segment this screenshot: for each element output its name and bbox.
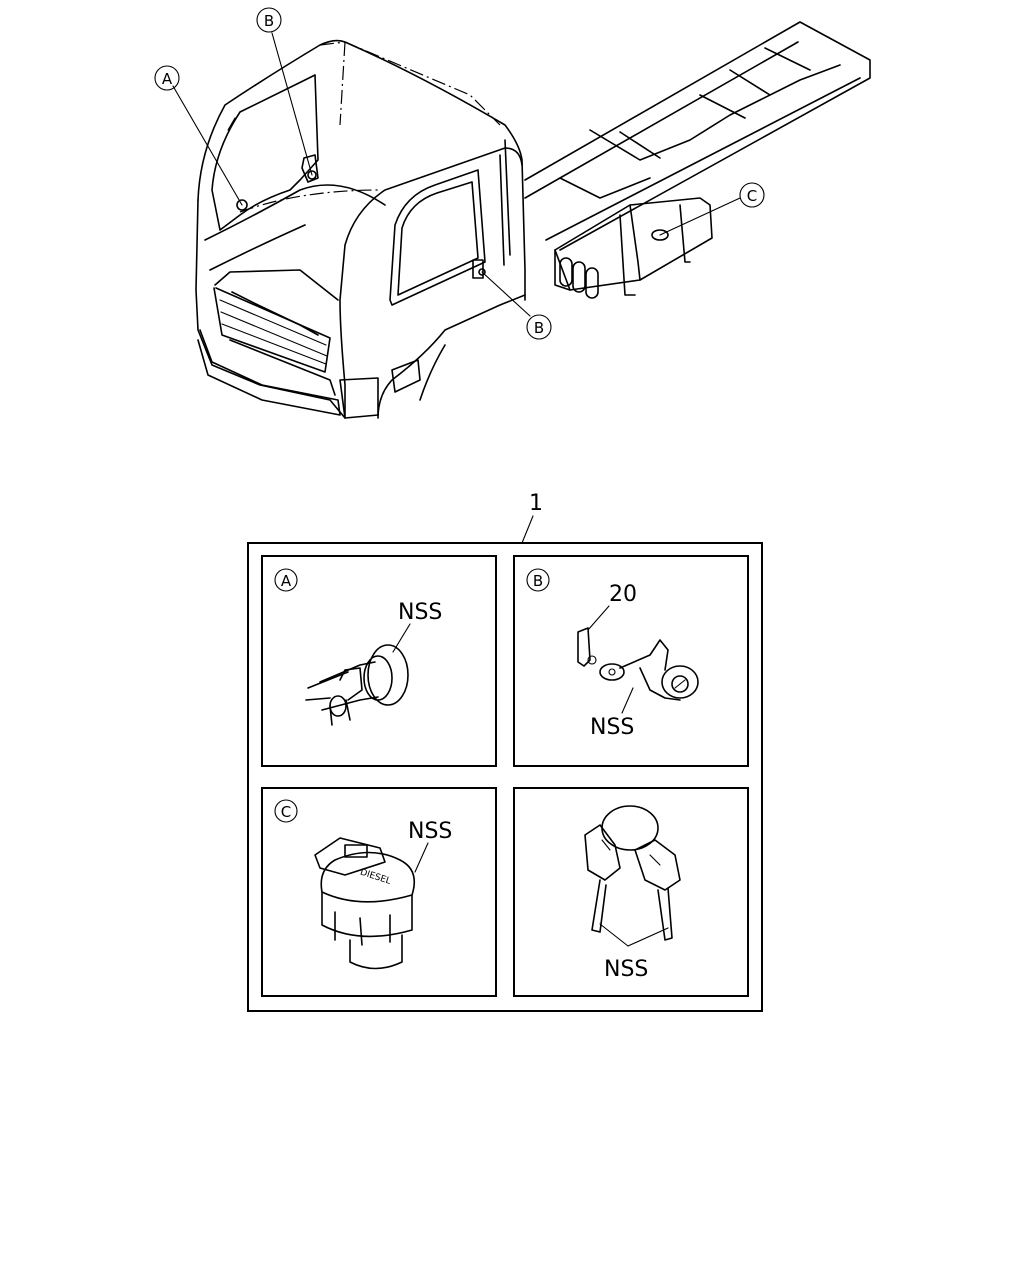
- fuel-cap-icon: DIESEL: [314, 837, 416, 970]
- truck-illustration: [195, 21, 871, 419]
- panel-a-label: NSS: [398, 600, 442, 625]
- panel-b-label: NSS: [590, 715, 634, 740]
- ignition-cylinder-icon: [305, 644, 409, 726]
- door-lock-icon: [577, 627, 699, 701]
- callout-b-lower: B: [526, 314, 552, 340]
- panel-a: A NSS: [261, 555, 497, 767]
- parts-frame: [247, 542, 763, 1012]
- panel-keys: NSS: [513, 787, 749, 997]
- panel-b: B 20 NSS: [513, 555, 749, 767]
- callout-b-upper-label: B: [264, 12, 274, 30]
- panel-a-letter: A: [281, 572, 292, 590]
- callout-b-upper: B: [256, 7, 282, 33]
- part-number-leader: [521, 515, 534, 544]
- part-number: 1: [529, 491, 543, 516]
- callout-c: C: [739, 182, 765, 208]
- panel-c-label: NSS: [408, 819, 452, 844]
- fuel-cap-text: DIESEL: [359, 868, 392, 887]
- callout-b-lower-label: B: [534, 319, 544, 337]
- panel-b-number: 20: [609, 582, 637, 607]
- panel-c: C NSS DIESEL: [261, 787, 497, 997]
- callout-a-label: A: [162, 70, 173, 88]
- panel-c-letter: C: [281, 803, 291, 821]
- panel-b-letter: B: [533, 572, 543, 590]
- panel-keys-label: NSS: [604, 957, 648, 982]
- callout-c-label: C: [747, 187, 757, 205]
- keys-icon: [584, 805, 681, 941]
- callout-a: A: [154, 65, 180, 91]
- callout-leaders: [172, 32, 741, 317]
